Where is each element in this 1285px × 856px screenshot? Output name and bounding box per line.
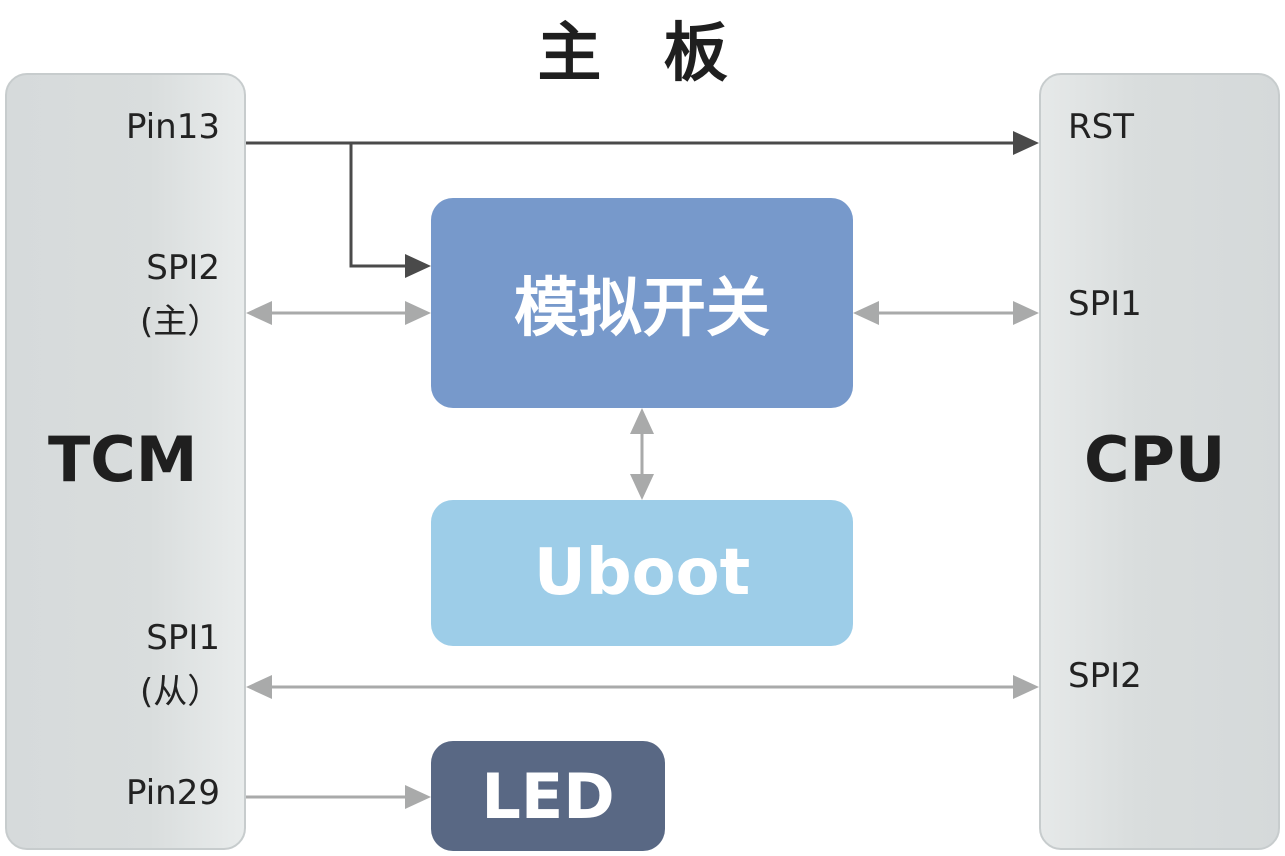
tcm-pin29-label: Pin29 [125,773,220,813]
led-arrowhead [405,785,431,809]
tcm-spi1-arrowhead [246,675,272,699]
switch-right-arrowhead [853,301,879,325]
tcm-pin13-label: Pin13 [125,107,220,147]
cpu-spi1-label: SPI1 [1068,284,1142,324]
cpu-spi1-arrowhead [1013,301,1039,325]
analog-switch-label: 模拟开关 [514,272,770,346]
tcm-spi1-role-label: (从） [140,672,222,712]
board-title: 主 板 [537,17,748,91]
tcm-spi2-label: SPI2 [146,248,220,288]
cpu-chip [1039,73,1280,850]
uboot-block: Uboot [431,500,853,646]
cpu-spi2-arrowhead [1013,675,1039,699]
analog-switch-block: 模拟开关 [431,198,853,408]
rst-arrowhead [1013,131,1039,155]
switch-left-arrowhead [405,301,431,325]
tcm-spi2-role-label: (主） [140,302,222,342]
tcm-label: TCM [48,423,198,496]
led-block: LED [431,741,665,851]
cpu-spi2-label: SPI2 [1068,656,1142,696]
uboot-top-arrowhead [630,474,654,500]
tcm-chip [5,73,246,850]
switch-bottom-arrowhead [630,408,654,434]
cpu-rst-label: RST [1068,107,1134,147]
tcm-spi2-arrowhead [246,301,272,325]
uboot-label: Uboot [533,536,751,610]
led-label: LED [481,759,615,833]
cpu-label: CPU [1084,423,1226,496]
pin13-to-switch-line [349,143,407,268]
switch-input-arrowhead [405,254,431,278]
tcm-spi1-label: SPI1 [146,618,220,658]
